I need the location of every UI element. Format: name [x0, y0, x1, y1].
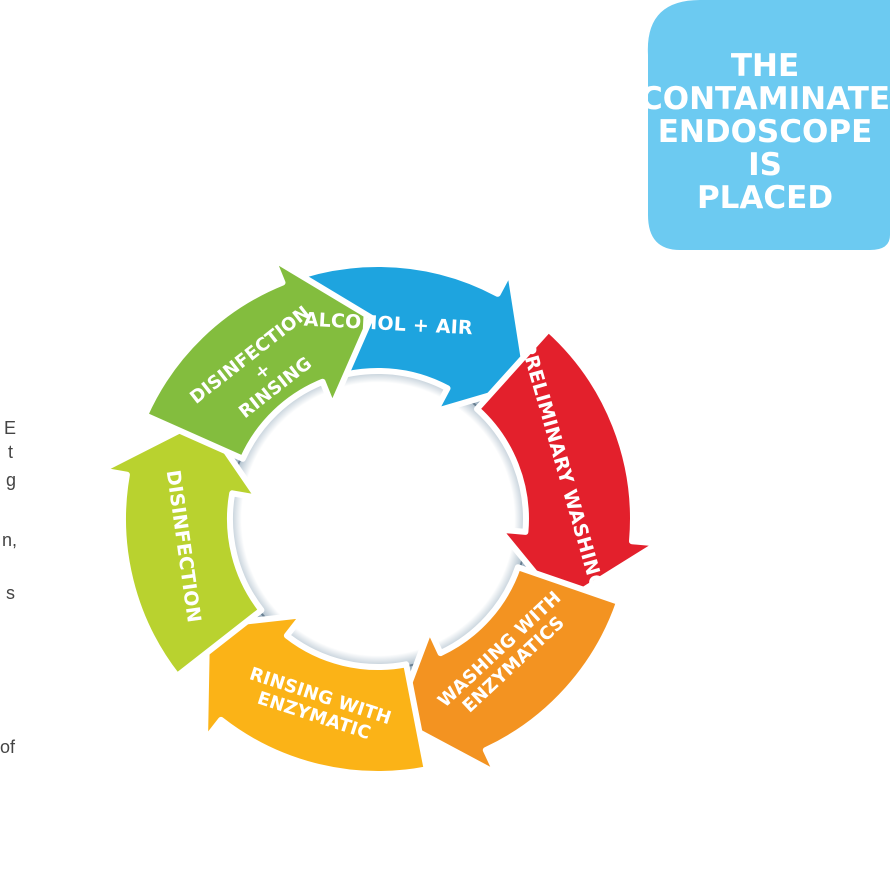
cycle-arrow-6 [142, 255, 374, 462]
side-text-fragment: s [6, 583, 15, 603]
side-text-fragment: E [4, 418, 17, 438]
side-text-fragment: of [0, 737, 16, 757]
cycle-arrow-2 [474, 326, 661, 608]
cycle-arrow-4 [202, 612, 430, 777]
start-box-line-3: ENDOSCOPE IS [657, 114, 873, 183]
side-text-fragment: n, [2, 530, 18, 550]
side-text-fragment: g [6, 470, 17, 490]
side-text-fragment: t [8, 442, 14, 462]
cycle-arrow-3 [392, 564, 623, 777]
start-box-text: THE CONTAMINATED ENDOSCOPE IS PLACED [640, 50, 890, 215]
start-box-line-1: THE [730, 48, 800, 84]
start-box-line-4: PLACED [696, 180, 834, 216]
start-box [647, 0, 890, 250]
cycle-arrows [98, 255, 661, 777]
cycle-arrow-5 [98, 415, 265, 679]
start-box-line-2: CONTAMINATED [640, 81, 890, 117]
